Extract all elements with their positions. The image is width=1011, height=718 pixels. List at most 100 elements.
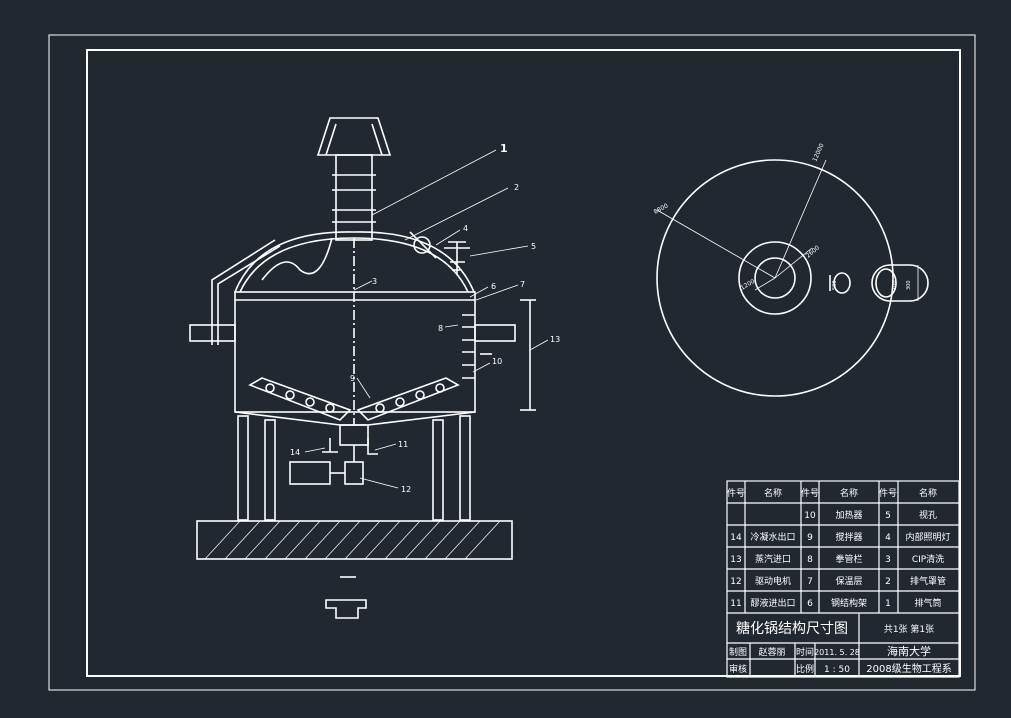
table-row-2-num-1: 14	[730, 533, 742, 543]
table-header-num-3: 件号	[879, 487, 897, 499]
heater-right	[356, 377, 460, 421]
plan-dim-lines	[656, 159, 919, 301]
table-row-2-num-2: 9	[807, 533, 813, 543]
drawing-scale: 1 : 50	[824, 665, 850, 675]
callout-5: 5	[531, 242, 536, 251]
plan-outer-circle	[656, 159, 894, 397]
plan-dim-100: 100	[892, 280, 898, 290]
drive-motor	[289, 461, 331, 485]
foundation-hatch	[204, 520, 501, 560]
table-row-1-name-2: 加热器	[835, 509, 862, 521]
table-row-3-num-1: 13	[730, 555, 741, 565]
outer-border	[48, 34, 976, 691]
left-lug	[189, 324, 236, 342]
callout-6: 6	[491, 282, 496, 291]
leg-right-outer	[459, 415, 471, 521]
wort-outlet	[367, 438, 378, 455]
callout-11: 11	[398, 440, 408, 449]
callout-12: 12	[401, 485, 411, 494]
table-row-5-name-1: 醪液进出口	[750, 597, 795, 609]
plan-dim-8800: 8800	[653, 202, 670, 215]
table-row-4-name-2: 保温层	[835, 575, 862, 587]
table-row-2-name-1: 冷凝水出口	[750, 531, 795, 543]
leg-right-inner	[432, 419, 444, 521]
table-header-num-2: 件号	[801, 487, 819, 499]
sheet-info: 共1张 第1张	[884, 623, 934, 635]
heater-left	[248, 377, 352, 421]
table-row-5-num-1: 11	[730, 599, 741, 609]
table-row-5-num-2: 6	[807, 599, 813, 609]
plan-dim-2600: 2600	[805, 244, 821, 259]
exhaust-stack	[335, 154, 373, 241]
plan-dim-12000: 12000	[811, 142, 825, 162]
table-row-4-name-3: 排气罩管	[910, 575, 946, 587]
sight-glass	[413, 236, 431, 254]
table-row-5-num-3: 1	[885, 599, 891, 609]
table-row-1-num-2: 10	[804, 511, 816, 521]
foundation	[196, 520, 513, 560]
table-row-3-name-1: 蒸汽进口	[755, 553, 791, 565]
table-row-4-num-3: 2	[885, 577, 891, 587]
table-row-2-num-3: 4	[885, 533, 891, 543]
scale-label: 比例	[796, 663, 814, 675]
callout-13: 13	[550, 335, 560, 344]
table-row-4-num-2: 7	[807, 577, 813, 587]
cip-nozzle	[444, 241, 470, 275]
table-row-5-name-2: 钢结构架	[831, 597, 867, 609]
drawing-date: 2011. 5. 28	[814, 648, 860, 657]
detail-part-b	[325, 599, 367, 619]
plan-manhole	[871, 264, 929, 302]
plan-view	[656, 159, 929, 397]
plan-dim-500: 500	[832, 280, 838, 290]
drawn-label: 制图	[729, 646, 747, 658]
plan-dim-300: 300	[906, 280, 912, 290]
table-header-num-1: 件号	[727, 487, 745, 499]
table-row-2-name-2: 搅拌器	[835, 531, 862, 543]
vessel-cone	[234, 411, 476, 426]
exhaust-hood	[316, 117, 392, 156]
callout-14: 14	[290, 448, 300, 457]
school-name: 海南大学	[887, 644, 931, 658]
drawing-title: 糖化锅结构尺寸图	[736, 621, 848, 637]
callout-2: 2	[514, 183, 519, 192]
plan-stack-outer	[738, 241, 812, 315]
leg-left-outer	[237, 415, 249, 521]
callout-4: 4	[463, 224, 468, 233]
table-header-name-1: 名称	[764, 487, 782, 499]
drawn-by: 赵蓉丽	[758, 646, 785, 658]
vent-pipe	[211, 239, 276, 345]
leader-lines	[304, 149, 549, 489]
callout-3: 3	[372, 277, 377, 286]
table-row-2-name-3: 内部照明灯	[905, 531, 950, 543]
table-header-name-2: 名称	[840, 487, 858, 499]
table-row-3-num-3: 3	[885, 555, 891, 565]
condensate-outlet	[322, 438, 338, 453]
table-row-3-num-2: 8	[807, 555, 813, 565]
time-label: 时间	[796, 646, 814, 658]
plan-dim-1200: 1200	[740, 278, 757, 292]
parts-table-grid	[726, 480, 960, 678]
table-row-3-name-3: CIP清洗	[912, 553, 944, 565]
plan-stack-inner	[754, 257, 796, 299]
callout-7: 7	[520, 280, 525, 289]
table-header-name-3: 名称	[919, 487, 937, 499]
callout-8: 8	[438, 324, 443, 333]
inner-border	[86, 49, 961, 677]
leg-left-inner	[264, 419, 276, 521]
callout-9: 9	[350, 374, 355, 383]
check-label: 审核	[729, 663, 747, 675]
right-lug	[474, 324, 516, 342]
table-row-3-name-2: 拳管栏	[835, 553, 862, 565]
table-row-4-num-1: 12	[730, 577, 741, 587]
department: 2008级生物工程系	[866, 662, 951, 675]
elevation-view	[189, 117, 536, 619]
callout-10: 10	[492, 357, 502, 366]
table-row-4-name-1: 驱动电机	[755, 575, 791, 587]
callout-1: 1	[500, 142, 508, 155]
plan-small-port	[833, 272, 851, 294]
table-row-1-num-3: 5	[885, 511, 891, 521]
table-row-1-name-3: 视孔	[919, 509, 937, 521]
table-row-5-name-3: 排气筒	[914, 597, 941, 609]
